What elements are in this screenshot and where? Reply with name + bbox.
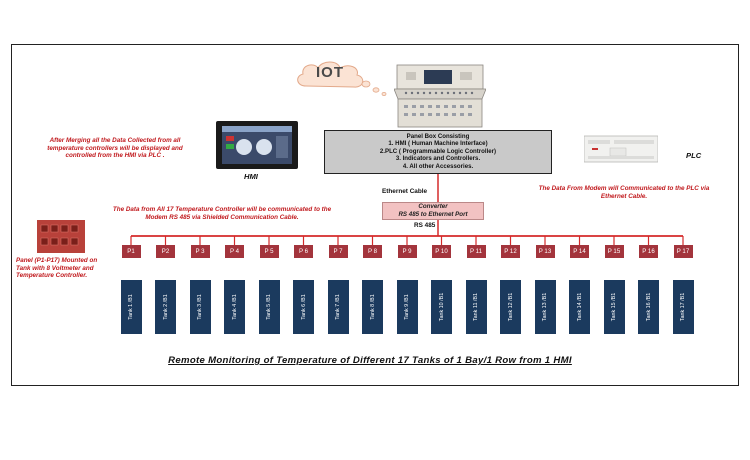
plc-device-icon <box>584 135 658 163</box>
tank-9: Tank 9 /B1 <box>396 280 418 334</box>
tank-12: Tank 12 /B1 <box>500 280 521 334</box>
panel-box-13: P 13 <box>535 245 555 258</box>
panel-box-line1: Panel Box Consisting <box>406 133 470 140</box>
panel-box-3: P 3 <box>190 245 210 258</box>
tank-label: Tank 12 /B1 <box>507 292 514 322</box>
converter-title: Converter <box>418 203 448 210</box>
control-panel-cabinet-icon <box>394 64 486 128</box>
tank-label: Tank 13 /B1 <box>542 292 548 322</box>
panel-box-4: P 4 <box>225 245 244 258</box>
tank-label: Tank 6 /B1 <box>300 294 307 320</box>
tank-4: Tank 4 /B1 <box>224 280 245 334</box>
panel-box-8: P 8 <box>363 245 382 258</box>
tank-13: Tank 13 /B1 <box>534 280 556 334</box>
tank-label: Tank 14 /B1 <box>576 292 583 322</box>
tank-label: Tank 16 /B1 <box>645 292 652 322</box>
hmi-screen-icon <box>216 121 298 169</box>
tank-label: Tank 8 /B1 <box>369 294 376 320</box>
diagram-title: Remote Monitoring of Temperature of Diff… <box>168 355 572 366</box>
tank-14: Tank 14 /B1 <box>569 280 590 334</box>
panel-box-line3: 2.PLC ( Programmable Logic Controller) <box>379 147 497 155</box>
ethernet-cable-label: Ethernet Cable <box>382 188 428 195</box>
tank-8: Tank 8 /B1 <box>362 280 383 334</box>
tank-5: Tank 5 /B1 <box>258 280 280 334</box>
panel-box-5: P 5 <box>259 245 279 258</box>
panel-box-2: P2 <box>156 245 175 258</box>
panel-box-9: P 9 <box>397 245 417 258</box>
tank-3: Tank 3 /B1 <box>189 280 211 334</box>
tank-17: Tank 17 /B1 <box>672 280 694 334</box>
converter-subtitle: RS 485 to Ethernet Port <box>398 210 468 218</box>
panel-box-17: P 17 <box>673 245 693 258</box>
tank-label: Tank 4 /B1 <box>231 294 238 320</box>
panel-box: Panel Box Consisting 1. HMI ( Human Mach… <box>324 130 552 174</box>
panel-box-6: P 6 <box>294 245 313 258</box>
tank-2: Tank 2 /B1 <box>155 280 176 334</box>
panel-box-line5: 4. All other Accessories. <box>402 162 474 170</box>
cloud-trail-icon <box>361 80 387 96</box>
tank-10: Tank 10 /B1 <box>431 280 452 334</box>
hmi-note: After Merging all the Data Collected fro… <box>47 137 183 160</box>
panel-box-7: P 7 <box>328 245 348 258</box>
tank-11: Tank 11 /B1 <box>465 280 487 334</box>
panel-box-1: P1 <box>121 245 141 258</box>
panel-box-14: P 14 <box>570 245 589 258</box>
plc-label: PLC <box>686 151 702 160</box>
panel-box-11: P 11 <box>466 245 486 258</box>
panel-drop-lines <box>130 236 684 245</box>
panel-voltmeter-icon <box>37 220 85 253</box>
tank-label: Tank 1 /B1 <box>128 294 134 320</box>
tank-label: Tank 10 /B1 <box>438 292 445 322</box>
tank-15: Tank 15 /B1 <box>603 280 625 334</box>
panel-box-16: P 16 <box>639 245 658 258</box>
tank-6: Tank 6 /B1 <box>293 280 314 334</box>
iot-label: IOT <box>316 64 344 81</box>
tank-label: Tank 2 /B1 <box>162 294 169 320</box>
panel-box-line4: 3. Indicators and Controllers. <box>395 155 481 163</box>
panel-box-line2: 1. HMI ( Human Machine Interface) <box>388 140 488 148</box>
converter-box: Converter RS 485 to Ethernet Port <box>382 202 484 220</box>
tank-16: Tank 16 /B1 <box>638 280 659 334</box>
rs485-label: RS 485 <box>414 222 436 229</box>
tank-7: Tank 7 /B1 <box>327 280 349 334</box>
tank-label: Tank 7 /B1 <box>335 294 341 320</box>
tank-label: Tank 9 /B1 <box>404 294 410 320</box>
tank-label: Tank 11 /B1 <box>473 292 479 322</box>
tank-label: Tank 17 /B1 <box>680 292 686 322</box>
tank-label: Tank 3 /B1 <box>197 294 203 320</box>
hmi-label: HMI <box>244 172 258 181</box>
iot-cloud-icon <box>297 61 364 88</box>
plc-note: The Data From Modem will Communicated to… <box>538 185 710 200</box>
panel-box-10: P 10 <box>432 245 451 258</box>
panel-note: Panel (P1-P17) Mounted on Tank with 8 Vo… <box>16 257 98 280</box>
tank-label: Tank 15 /B1 <box>611 292 617 322</box>
temperature-controller-note: The Data from All 17 Temperature Control… <box>112 206 332 221</box>
tank-1: Tank 1 /B1 <box>120 280 142 334</box>
tank-label: Tank 5 /B1 <box>266 294 272 320</box>
panel-box-15: P 15 <box>604 245 624 258</box>
panel-box-12: P 12 <box>501 245 520 258</box>
